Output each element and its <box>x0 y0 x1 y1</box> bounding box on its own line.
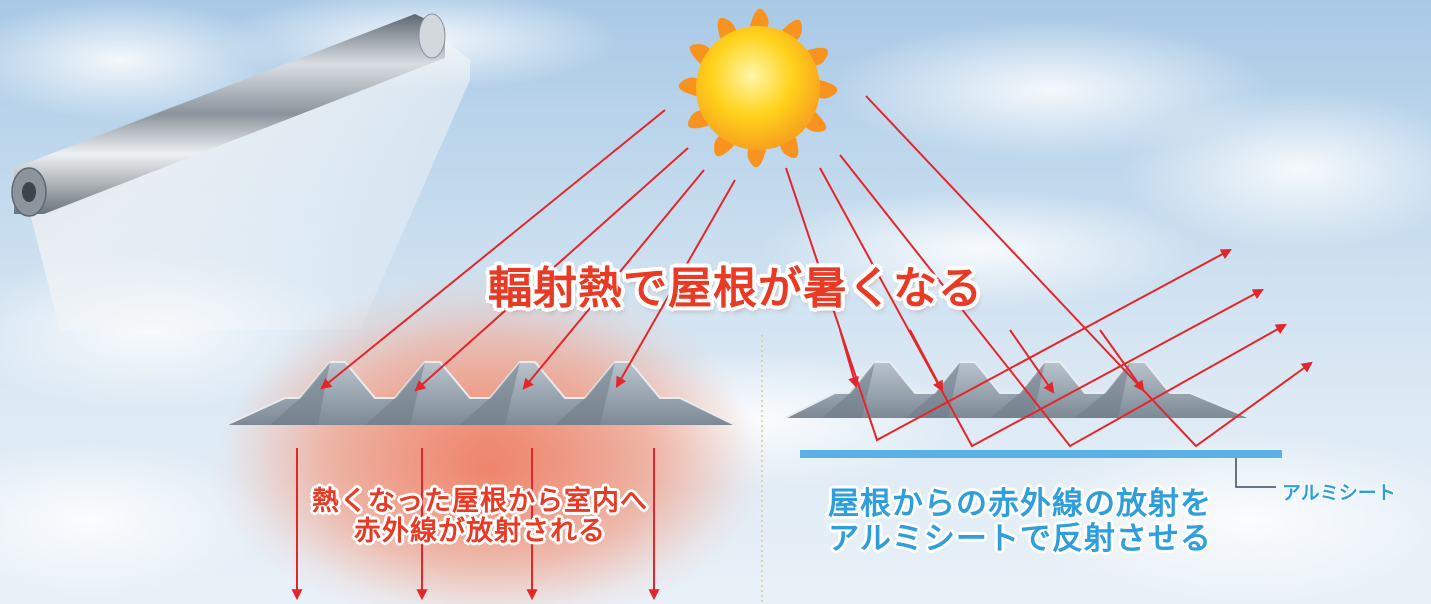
right-caption-line-1: 屋根からの赤外線の放射を <box>828 486 1212 522</box>
infrared-down-arrows <box>291 448 660 601</box>
sun-rays-left <box>320 109 736 392</box>
reflected-rays <box>785 95 1313 448</box>
aluminum-roll-icon <box>11 13 470 330</box>
heat-glow <box>210 270 770 604</box>
ray-left-1 <box>320 109 666 390</box>
ray-left-4 <box>615 179 736 388</box>
left-caption: 熱くなった屋根から室内へ 赤外線が放射される <box>270 486 690 548</box>
reflect-ray-3 <box>839 154 1287 448</box>
ray-hit-arrows <box>839 329 1145 394</box>
aluminum-sheet-label: アルミシート <box>1282 482 1396 504</box>
reflect-ray-4 <box>865 95 1313 448</box>
sheet-leader-line <box>1235 458 1276 488</box>
sun-icon <box>678 8 838 168</box>
ray-left-3 <box>522 169 705 390</box>
right-caption-line-2: アルミシートで反射させる <box>828 520 1212 557</box>
reflect-ray-1 <box>785 167 1232 442</box>
left-caption-line-1: 熱くなった屋根から室内へ <box>312 486 648 517</box>
reflect-ray-2 <box>819 167 1264 448</box>
aluminum-sheet <box>800 450 1282 458</box>
left-caption-line-2: 赤外線が放射される <box>354 516 606 548</box>
right-caption: 屋根からの赤外線の放射を アルミシートで反射させる <box>810 487 1230 556</box>
ray-left-2 <box>414 147 689 392</box>
headline: 輻射熱で屋根が暑くなる <box>488 263 983 314</box>
roof-left <box>225 361 736 426</box>
